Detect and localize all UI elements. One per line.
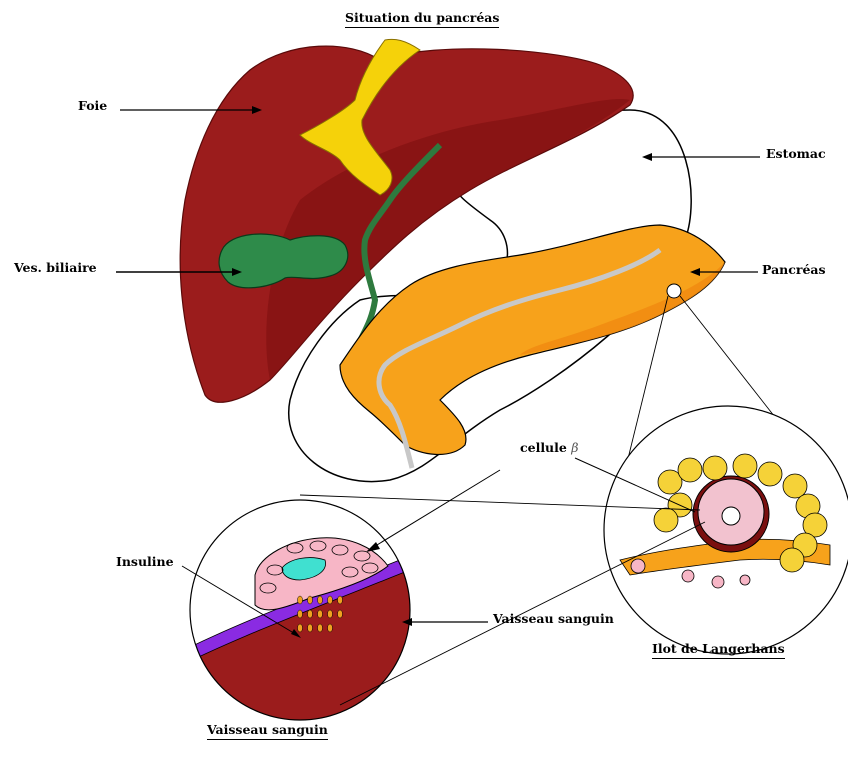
label-pancreas: Pancréas — [762, 262, 826, 277]
cellule-pointer-left — [372, 470, 500, 548]
insulin-granule — [308, 610, 313, 618]
insulin-granule — [328, 610, 333, 618]
label-cellule: cellule β — [520, 440, 578, 455]
estomac-arrowhead — [642, 153, 652, 161]
islet-detail — [600, 400, 848, 660]
label-ves-biliaire: Ves. biliaire — [14, 260, 97, 275]
acinus — [703, 456, 727, 480]
acinus — [654, 508, 678, 532]
insulin-granule — [318, 624, 323, 632]
insulin-granule — [338, 610, 343, 618]
label-vaisseau-sanguin-bottom: Vaisseau sanguin — [207, 722, 328, 740]
insulin-granule — [308, 624, 313, 632]
diagram-title: Situation du pancréas — [345, 10, 499, 28]
acinus — [678, 458, 702, 482]
insulin-granule — [298, 610, 303, 618]
label-ilot-langerhans: Ilot de Langerhans — [652, 641, 785, 659]
insulin-granule — [318, 596, 323, 604]
acinus — [733, 454, 757, 478]
label-estomac: Estomac — [766, 146, 826, 161]
label-insuline: Insuline — [116, 554, 174, 569]
cellule-text: cellule — [520, 440, 567, 455]
insulin-granule — [318, 610, 323, 618]
insulin-granule — [298, 596, 303, 604]
acinus — [758, 462, 782, 486]
label-foie: Foie — [78, 98, 107, 113]
insulin-granule — [308, 596, 313, 604]
insulin-granule — [328, 596, 333, 604]
insulin-granule — [338, 596, 343, 604]
beta-symbol: β — [571, 440, 578, 455]
vessel-detail — [180, 490, 420, 740]
acinus — [783, 474, 807, 498]
label-vaisseau-sanguin-right: Vaisseau sanguin — [493, 611, 614, 626]
acinus — [780, 548, 804, 572]
insulin-granule — [298, 624, 303, 632]
islet-marker — [667, 284, 681, 298]
insulin-granule — [328, 624, 333, 632]
